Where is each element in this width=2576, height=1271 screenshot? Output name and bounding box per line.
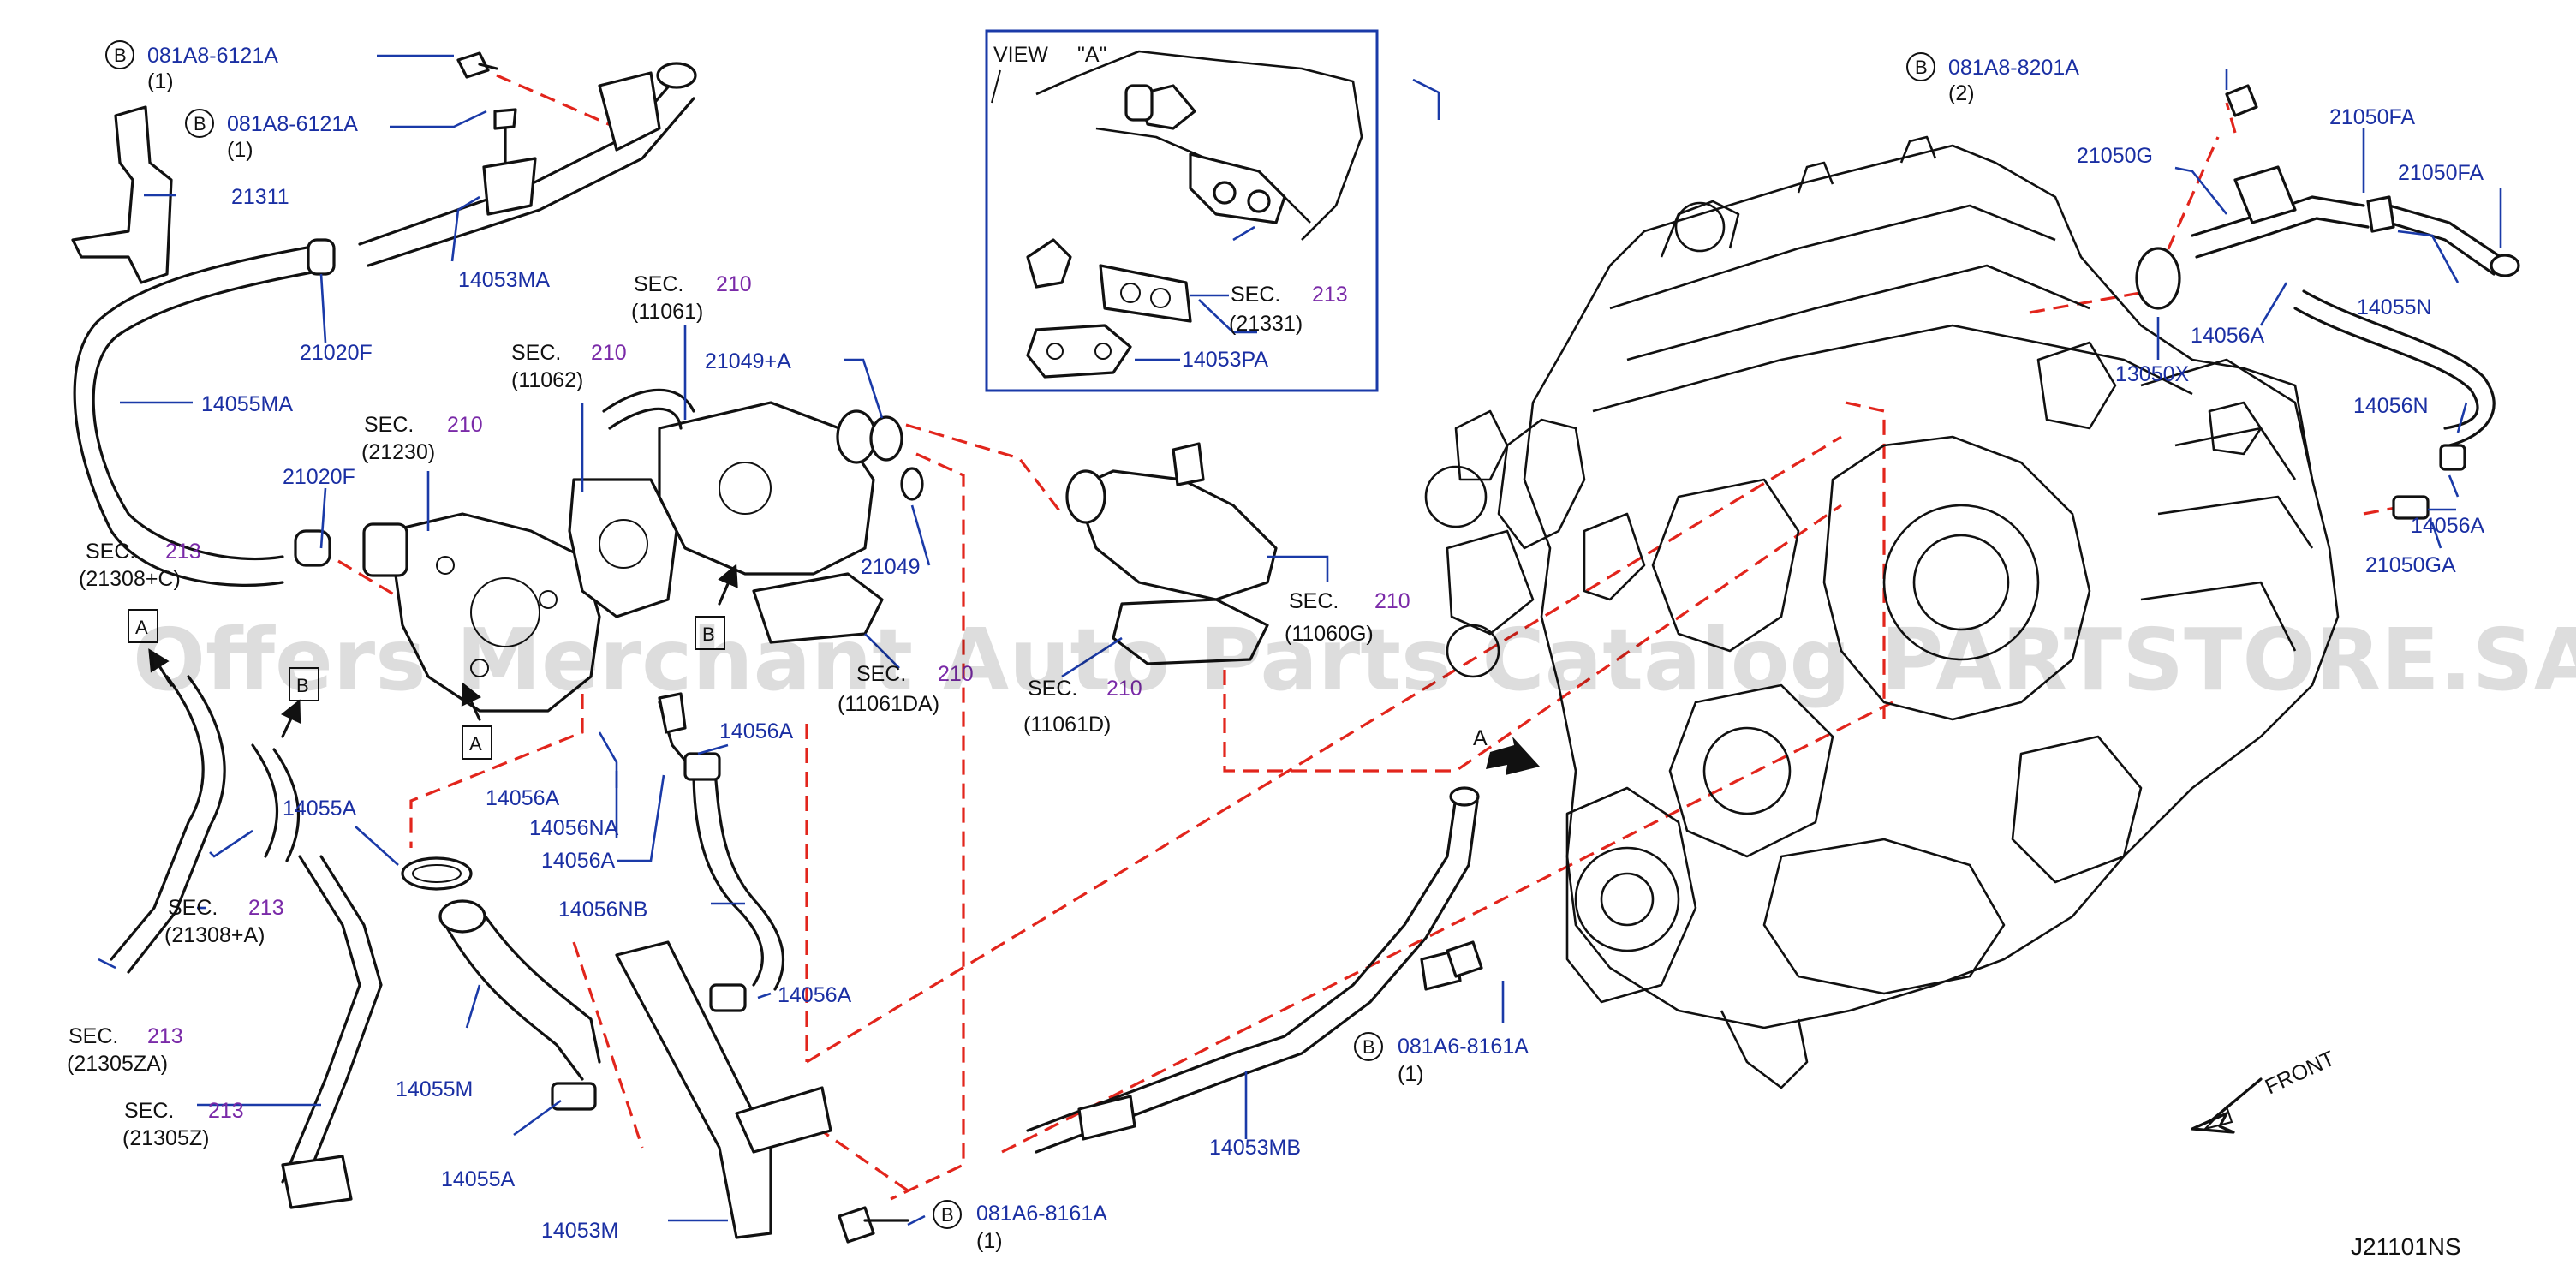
part-label: 14053M bbox=[541, 1219, 618, 1243]
part-label: 081A8-8201A bbox=[1948, 56, 2079, 80]
part-label: 21050FA bbox=[2398, 161, 2484, 185]
part-label: 21020F bbox=[283, 465, 355, 489]
part-label: 14055M bbox=[396, 1077, 473, 1101]
sec-ref: (11061D) bbox=[1023, 713, 1111, 737]
part-label: 14056A bbox=[778, 983, 852, 1007]
part-qty: (2) bbox=[1948, 81, 1975, 105]
part-label: 081A8-6121A bbox=[227, 112, 358, 136]
part-label: 21050G bbox=[2077, 144, 2153, 168]
bolt-markers: B B B B B bbox=[105, 40, 1935, 1229]
part-label: 14055A bbox=[283, 797, 357, 820]
sec-ref: (11061DA) bbox=[838, 692, 939, 716]
sec-number: 210 bbox=[1374, 589, 1410, 613]
diagram-code: J21101NS bbox=[2351, 1233, 2461, 1260]
sec-label: SEC. bbox=[364, 413, 414, 437]
ref-box-a1: A bbox=[135, 617, 148, 638]
sec-ref: (21331) bbox=[1229, 312, 1303, 336]
sec-label: SEC. bbox=[168, 896, 218, 920]
part-label: 21311 bbox=[231, 185, 289, 209]
hoses-and-pipes bbox=[71, 51, 2520, 1244]
view-arrow-label: A bbox=[1473, 726, 1488, 750]
part-label: 081A8-6121A bbox=[147, 44, 278, 68]
part-label: 14056A bbox=[2411, 514, 2485, 538]
part-qty: (1) bbox=[227, 138, 253, 162]
sec-label: SEC. bbox=[856, 662, 906, 686]
sec-label: SEC. bbox=[124, 1099, 174, 1123]
sec-number: 210 bbox=[938, 662, 974, 686]
sec-label: SEC. bbox=[511, 341, 561, 365]
front-direction-indicator: FRONT bbox=[2191, 1047, 2339, 1134]
assembly-guide-lines bbox=[337, 74, 2433, 1201]
part-qty: (1) bbox=[976, 1229, 1003, 1253]
part-label: 13050X bbox=[2115, 362, 2190, 386]
sec-ref: (21308+C) bbox=[79, 567, 181, 591]
ref-box-b1: B bbox=[296, 675, 309, 696]
sec-label: SEC. bbox=[69, 1024, 118, 1048]
ref-box-b2: B bbox=[702, 624, 715, 645]
sec-number: 213 bbox=[147, 1024, 183, 1048]
part-label: 14053MA bbox=[458, 268, 550, 292]
part-label: 14056A bbox=[486, 786, 560, 810]
inset-view-a: VIEW "A" bbox=[985, 29, 1379, 392]
sec-ref: (21305Z) bbox=[122, 1126, 209, 1150]
sec-label: SEC. bbox=[86, 540, 135, 564]
part-label: 081A6-8161A bbox=[1398, 1035, 1529, 1059]
engine-assembly bbox=[1424, 135, 2340, 1089]
part-label: 14055N bbox=[2357, 295, 2432, 319]
sec-ref: (11061) bbox=[631, 300, 703, 324]
sec-ref: (11062) bbox=[511, 368, 583, 392]
bolt-marker-1: B bbox=[114, 45, 127, 66]
sec-ref: (21305ZA) bbox=[67, 1052, 168, 1076]
sec-number: 213 bbox=[248, 896, 284, 920]
inset-view-label: VIEW bbox=[993, 43, 1048, 67]
part-label: 14053PA bbox=[1182, 348, 1268, 372]
sec-number: 213 bbox=[165, 540, 201, 564]
part-label: 21049 bbox=[861, 555, 921, 579]
sec-number: 213 bbox=[1312, 283, 1348, 307]
part-label: 14056A bbox=[541, 849, 616, 873]
part-label: 14056A bbox=[2191, 324, 2265, 348]
part-label: 081A6-8161A bbox=[976, 1202, 1107, 1226]
sec-number: 210 bbox=[447, 413, 483, 437]
view-a-arrow: A bbox=[1473, 726, 1540, 775]
sec-number: 210 bbox=[716, 272, 752, 296]
part-label: 14056NB bbox=[558, 898, 647, 922]
part-label: 14056NA bbox=[529, 816, 619, 840]
front-label: FRONT bbox=[2262, 1047, 2339, 1100]
sec-label: SEC. bbox=[1028, 677, 1077, 701]
part-label: 14053MB bbox=[1209, 1136, 1301, 1160]
part-label: 21050FA bbox=[2329, 105, 2415, 129]
part-qty: (1) bbox=[147, 69, 174, 93]
watermark: Offers Merchant Auto Parts Catalog PARTS… bbox=[133, 610, 2576, 710]
part-labels: 081A8-6121A (1) 081A8-6121A (1) 21311 14… bbox=[147, 44, 2485, 1253]
reference-markers: A B A B bbox=[128, 564, 738, 760]
sec-number: 213 bbox=[208, 1099, 244, 1123]
sec-ref: (21230) bbox=[361, 440, 435, 464]
bolt-marker-3: B bbox=[1915, 57, 1928, 78]
part-qty: (1) bbox=[1398, 1062, 1424, 1086]
section-references: SEC. 210 (11061) SEC. 210 (11062) SEC. 2… bbox=[67, 272, 1410, 1150]
part-label: 21020F bbox=[300, 341, 373, 365]
part-label: 21050GA bbox=[2365, 553, 2456, 577]
sec-ref: (11060G) bbox=[1285, 622, 1374, 646]
sec-ref: (21308+A) bbox=[164, 923, 265, 947]
sec-number: 210 bbox=[591, 341, 627, 365]
part-label: 14056A bbox=[719, 719, 794, 743]
part-label: 21049+A bbox=[705, 349, 791, 373]
bolt-marker-2: B bbox=[194, 113, 206, 134]
leader-lines bbox=[98, 54, 2502, 1226]
part-label: 14056N bbox=[2353, 394, 2429, 418]
inset-view-name: "A" bbox=[1077, 43, 1106, 67]
ref-box-a2: A bbox=[469, 733, 482, 755]
bolt-marker-5: B bbox=[941, 1204, 954, 1226]
part-label: 14055MA bbox=[201, 392, 293, 416]
sec-label: SEC. bbox=[1231, 283, 1280, 307]
sec-label: SEC. bbox=[634, 272, 683, 296]
part-label: 14055A bbox=[441, 1167, 516, 1191]
sec-label: SEC. bbox=[1289, 589, 1339, 613]
sec-number: 210 bbox=[1106, 677, 1142, 701]
bolt-marker-4: B bbox=[1363, 1036, 1375, 1058]
